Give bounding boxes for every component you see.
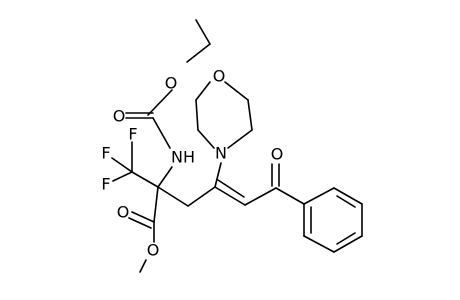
bond-ph-inner-1 — [336, 195, 356, 208]
atom-o-carbamate: O — [113, 107, 126, 126]
atom-f2: F — [101, 144, 110, 163]
atom-f3: F — [101, 175, 110, 194]
bond-morph-2 — [247, 99, 253, 131]
bond-c-f2 — [111, 157, 133, 173]
bond-ch3-ch2 — [195, 19, 211, 45]
atom-nh: NH — [171, 148, 195, 167]
bond-c-c-double-2 — [217, 179, 245, 198]
bond-o-c-carbamate — [147, 89, 173, 116]
bond-ch-c-ketone — [244, 187, 277, 206]
atom-labels: O O NH F F F O O O N O — [101, 67, 283, 260]
bond-morph-1 — [227, 129, 253, 149]
bond-ph-5 — [303, 235, 335, 253]
bond-nh-cq — [157, 166, 173, 188]
bond-ph-1 — [303, 187, 335, 205]
bond-morph-5 — [195, 99, 199, 131]
atom-o-morpholine: O — [213, 67, 226, 86]
bond-cq-ch2 — [157, 186, 189, 207]
bond-ch2-o — [186, 43, 211, 63]
bond-ph-2 — [333, 187, 363, 205]
bond-cq-cester — [153, 186, 159, 223]
atom-o-ester-carbonyl: O — [117, 203, 130, 222]
bond-ph-inner-2 — [336, 232, 356, 245]
bond-ch2-c-enamine — [187, 186, 216, 207]
atom-o-ketone: O — [271, 145, 284, 164]
atom-f1: F — [128, 125, 137, 144]
bond-cester-o-double-2 — [128, 217, 152, 229]
bonds — [111, 19, 363, 273]
bond-morph-6 — [197, 129, 215, 149]
bond-c-f3 — [112, 171, 133, 182]
bond-morph-4 — [195, 81, 211, 101]
bond-c-nh — [152, 117, 171, 149]
bond-c-c-double-1 — [214, 186, 246, 206]
bond-ph-4 — [333, 235, 363, 253]
bond-c-n-morpholine — [214, 162, 222, 188]
bond-ketone-phenyl — [275, 187, 305, 205]
bond-morph-3 — [224, 81, 249, 101]
bond-cester-o-double-1 — [131, 211, 155, 223]
atom-o-ether-top: O — [165, 74, 178, 93]
bond-cq-ccf3 — [131, 171, 159, 188]
bond-o-methyl — [139, 259, 147, 273]
atom-o-methoxy: O — [147, 241, 160, 260]
atom-n-morpholine: N — [215, 144, 227, 163]
